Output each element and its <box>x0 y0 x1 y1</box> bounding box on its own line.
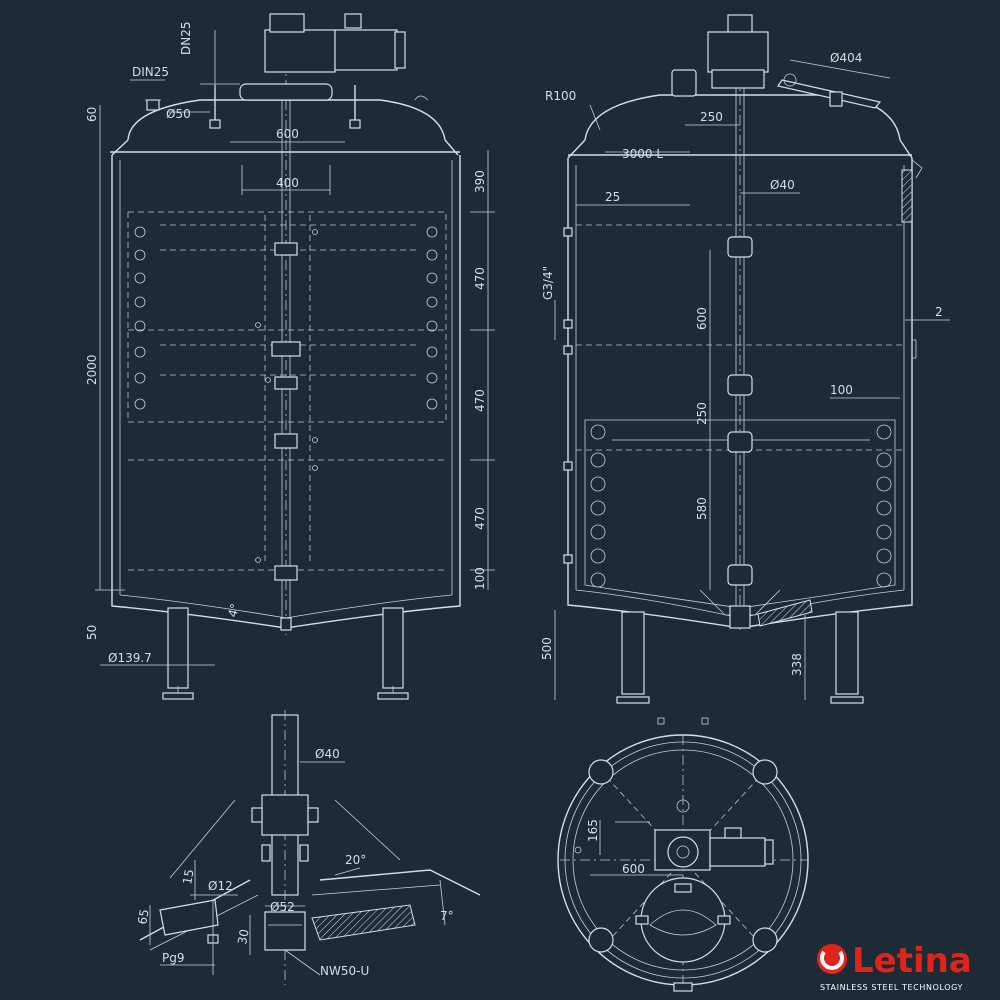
dim-h470a: 470 <box>473 267 487 290</box>
dim-h470c: 470 <box>473 507 487 530</box>
dim-d404: Ø404 <box>830 51 862 65</box>
logo-name: Letina <box>852 941 972 981</box>
dim-h500: 500 <box>540 637 554 660</box>
dim-h100: 100 <box>473 567 487 590</box>
dim-detail-30: 30 <box>235 928 251 945</box>
front-view: DN25 DIN25 Ø50 600 400 60 2000 390 470 4… <box>85 13 495 700</box>
detail-coupling <box>261 794 309 836</box>
top-legs <box>588 759 778 953</box>
top-motor <box>654 827 774 871</box>
dim-h2000: 2000 <box>85 354 99 385</box>
side-shaft-couplings <box>727 236 753 586</box>
front-leg-right <box>382 607 404 689</box>
detail-outlet <box>264 911 306 951</box>
front-leg-left <box>167 607 189 689</box>
dim-detail-nw50: NW50-U <box>320 964 369 978</box>
dim-top-165: 165 <box>586 819 600 842</box>
dim-detail-pg9: Pg9 <box>162 951 185 965</box>
dim-detail-65: 65 <box>135 908 151 925</box>
dim-h580: 580 <box>695 497 709 520</box>
side-motor <box>671 14 769 97</box>
side-leg-left <box>621 611 645 695</box>
dim-top-600: 600 <box>276 127 299 141</box>
dim-w100: 100 <box>830 383 853 397</box>
dim-angle: 4° <box>225 602 242 619</box>
side-tank-top <box>584 94 901 141</box>
front-motor <box>239 13 406 101</box>
dim-h600: 600 <box>695 307 709 330</box>
dim-w25: 25 <box>605 190 620 204</box>
dim-detail-d40: Ø40 <box>315 747 340 761</box>
dim-h338: 338 <box>790 653 804 676</box>
dim-top-600v: 600 <box>622 862 645 876</box>
detail-view: Ø40 Ø12 15 20° 65 Ø52 30 7° Pg9 NW50-U <box>135 710 481 985</box>
dim-d40: Ø40 <box>770 178 795 192</box>
dim-detail-20: 20° <box>345 853 366 867</box>
side-manhole <box>777 73 882 109</box>
dim-d50: Ø50 <box>166 107 191 121</box>
top-manhole <box>635 877 731 963</box>
dim-dn25: DN25 <box>179 22 193 56</box>
dim-t2: 2 <box>935 305 943 319</box>
dim-w250: 250 <box>700 110 723 124</box>
dim-detail-d12: Ø12 <box>208 879 233 893</box>
dim-detail-15: 15 <box>180 868 196 885</box>
dim-h60: 60 <box>85 107 99 122</box>
dim-h250: 250 <box>695 402 709 425</box>
dim-h50: 50 <box>85 625 99 640</box>
dim-r100: R100 <box>545 89 576 103</box>
side-leg-right <box>835 611 859 695</box>
side-view: R100 250 Ø404 3000 L Ø40 25 G3/4" 600 2 … <box>540 14 950 704</box>
dim-top-400: 400 <box>276 176 299 190</box>
dim-g34: G3/4" <box>541 266 555 300</box>
dim-din25: DIN25 <box>132 65 169 79</box>
dim-h390: 390 <box>473 170 487 193</box>
dim-d139: Ø139.7 <box>108 651 152 665</box>
logo-tagline: STAINLESS STEEL TECHNOLOGY <box>820 983 963 992</box>
front-shaft-couplings <box>271 242 301 581</box>
dim-detail-d52: Ø52 <box>270 900 295 914</box>
letina-logo: Letina STAINLESS STEEL TECHNOLOGY <box>817 941 972 992</box>
dim-vol: 3000 L <box>622 147 663 161</box>
top-view: 165 600 <box>557 717 809 992</box>
dim-h470b: 470 <box>473 389 487 412</box>
dim-detail-7: 7° <box>440 909 454 923</box>
